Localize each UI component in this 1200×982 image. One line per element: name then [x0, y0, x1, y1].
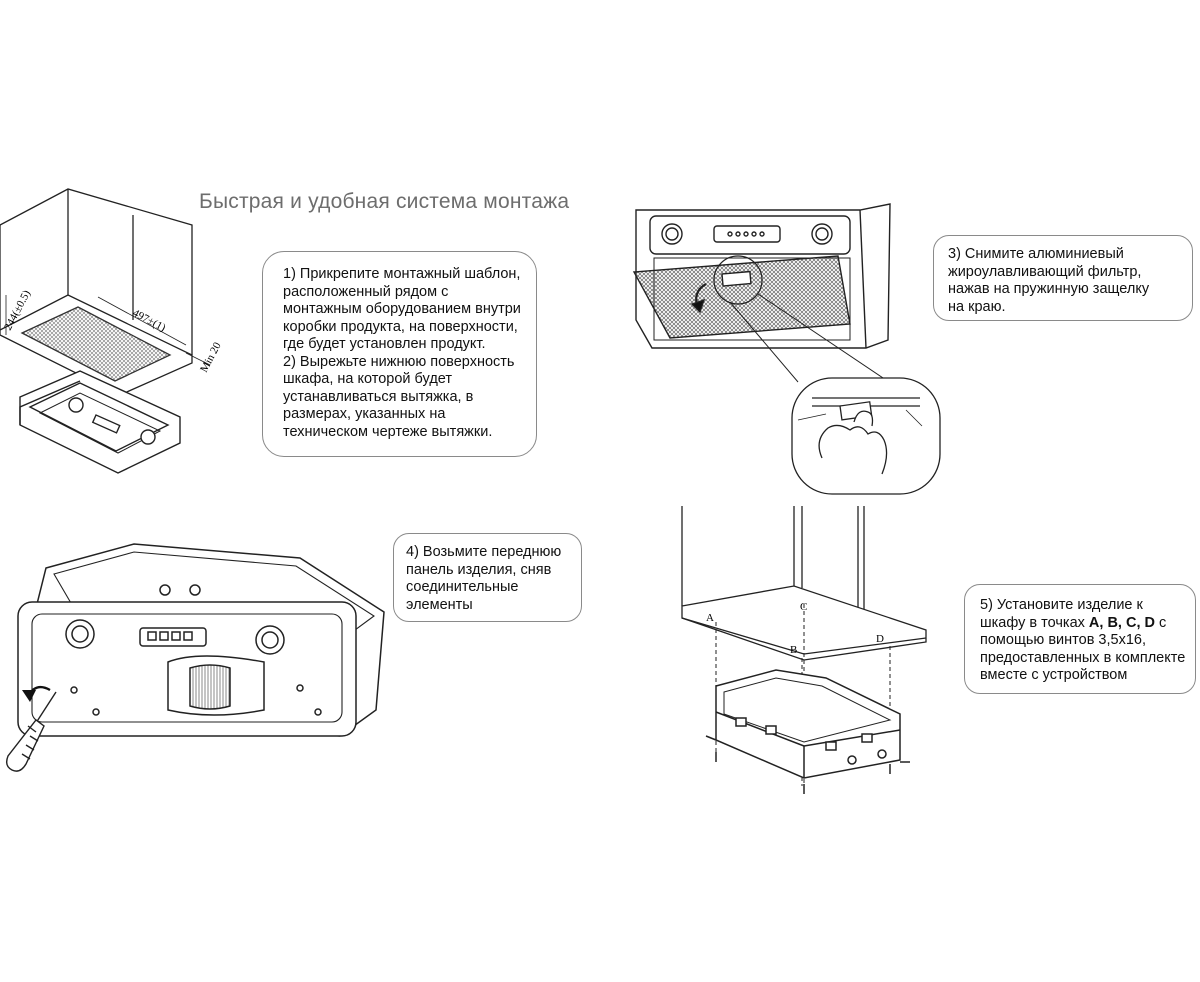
step4-line: элементы: [406, 596, 473, 613]
step3-line: нажав на пружинную защелку: [948, 281, 1150, 297]
point-b: B: [790, 644, 797, 656]
step1-line: расположенный рядом с: [283, 283, 449, 300]
step4-line: соединительные: [406, 579, 519, 595]
step1-line: монтажным оборудованием внутри: [283, 301, 521, 317]
step-3-callout: 3) Снимите алюминиевый жироулавливающий …: [933, 235, 1193, 321]
figure-cabinet-template: 244(±0.5) 497±(1) Min 20: [0, 188, 224, 474]
step3-line: жироулавливающий фильтр,: [948, 263, 1142, 280]
step2-line: шкафа, на которой будет: [283, 371, 453, 387]
figure-filter-removal: [632, 203, 941, 495]
mounting-points: A, B, C, D: [1088, 614, 1155, 631]
point-a: A: [706, 612, 714, 624]
page-title: Быстрая и удобная система монтажа: [199, 190, 570, 213]
point-c: C: [800, 601, 807, 613]
figure-cabinet-mounting: A C B D: [681, 506, 927, 794]
step-4-callout: 4) Возьмите переднюю панель изделия, сня…: [393, 533, 582, 622]
step2-line: техническом чертеже вытяжки.: [283, 423, 493, 440]
step2-line: 2) Вырежьте нижнюю поверхность: [283, 353, 515, 370]
step5-line: помощью винтов 3,5х16,: [980, 632, 1146, 648]
step5-line: шкафу в точках A, B, C, D с: [980, 615, 1183, 633]
step1-line: 1) Прикрепите монтажный шаблон,: [283, 266, 521, 282]
step2-line: устанавливаться вытяжка, в: [283, 388, 474, 405]
step5-line-text: шкафу в точках: [980, 614, 1089, 631]
step5-line-text: с: [1154, 614, 1167, 631]
point-d: D: [876, 633, 884, 645]
figure-front-panel: [5, 543, 385, 772]
step1-line: коробки продукта, на поверхности,: [283, 318, 518, 335]
step-5-callout: 5) Установите изделие к шкафу в точках A…: [964, 584, 1196, 694]
step3-line: 3) Снимите алюминиевый: [948, 246, 1124, 262]
step4-line: панель изделия, сняв: [406, 561, 552, 578]
step5-line: 5) Установите изделие к: [980, 597, 1143, 613]
dimension-min: Min 20: [198, 340, 224, 374]
step3-line: на краю.: [948, 298, 1006, 315]
step5-line: предоставленных в комплекте: [980, 649, 1186, 666]
step5-line: вместе с устройством: [980, 667, 1128, 683]
step1-line: где будет установлен продукт.: [283, 336, 486, 352]
step2-line: размерах, указанных на: [283, 406, 446, 422]
step-1-2-callout: 1) Прикрепите монтажный шаблон, располож…: [262, 251, 537, 457]
step4-line: 4) Возьмите переднюю: [406, 544, 562, 560]
